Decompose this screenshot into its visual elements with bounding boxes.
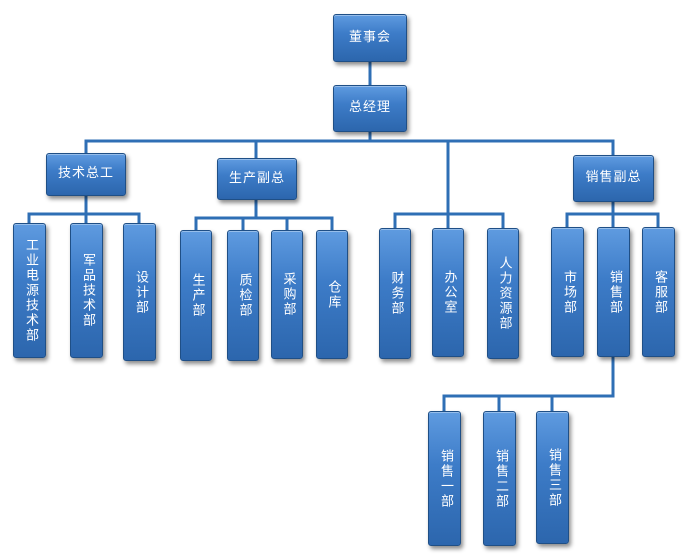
dept-military-tech-label: 军品技术部	[79, 253, 95, 328]
dept-sales-label: 销售部	[606, 269, 622, 315]
dept-warehouse-box: 仓库	[316, 230, 348, 359]
dept-finance-box: 财务部	[379, 228, 411, 359]
dept-sales1-box: 销售一部	[428, 411, 461, 546]
vp-production-box: 生产副总	[217, 158, 297, 200]
general-manager-label: 总经理	[348, 100, 391, 116]
dept-industrial-tech-label: 工业电源技术部	[22, 238, 38, 343]
vp-tech-label: 技术总工	[57, 166, 114, 182]
dept-office-box: 办公室	[432, 228, 464, 357]
dept-sales3-box: 销售三部	[536, 411, 569, 544]
dept-design-label: 设计部	[132, 269, 148, 315]
dept-purchasing-label: 采购部	[280, 272, 296, 317]
board-label: 董事会	[348, 29, 391, 45]
board-box: 董事会	[333, 14, 407, 62]
dept-service-box: 客服部	[642, 227, 675, 357]
dept-service-label: 客服部	[651, 269, 667, 315]
dept-quality-box: 质检部	[227, 230, 259, 361]
vp-sales-box: 销售副总	[573, 155, 654, 202]
dept-sales2-box: 销售二部	[483, 411, 516, 546]
dept-sales-box: 销售部	[597, 227, 630, 357]
dept-market-label: 市场部	[560, 269, 576, 315]
general-manager-box: 总经理	[333, 85, 407, 132]
dept-design-box: 设计部	[123, 223, 156, 361]
dept-purchasing-box: 采购部	[271, 230, 303, 359]
vp-tech-box: 技术总工	[46, 153, 126, 196]
dept-sales2-label: 销售二部	[492, 448, 508, 509]
vp-sales-label: 销售副总	[585, 170, 642, 186]
dept-military-tech-box: 军品技术部	[70, 223, 103, 358]
dept-market-box: 市场部	[551, 227, 584, 357]
dept-production-label: 生产部	[189, 273, 205, 318]
dept-sales3-label: 销售三部	[545, 447, 561, 508]
vp-production-label: 生产副总	[228, 170, 285, 186]
dept-quality-label: 质检部	[236, 273, 252, 318]
dept-warehouse-label: 仓库	[325, 279, 341, 310]
dept-office-label: 办公室	[441, 270, 457, 315]
dept-industrial-tech-box: 工业电源技术部	[13, 223, 46, 358]
dept-production-box: 生产部	[180, 230, 212, 361]
dept-sales1-label: 销售一部	[437, 448, 453, 509]
dept-hr-label: 人力资源部	[496, 256, 512, 331]
dept-finance-label: 财务部	[388, 271, 404, 316]
dept-hr-box: 人力资源部	[487, 228, 519, 359]
